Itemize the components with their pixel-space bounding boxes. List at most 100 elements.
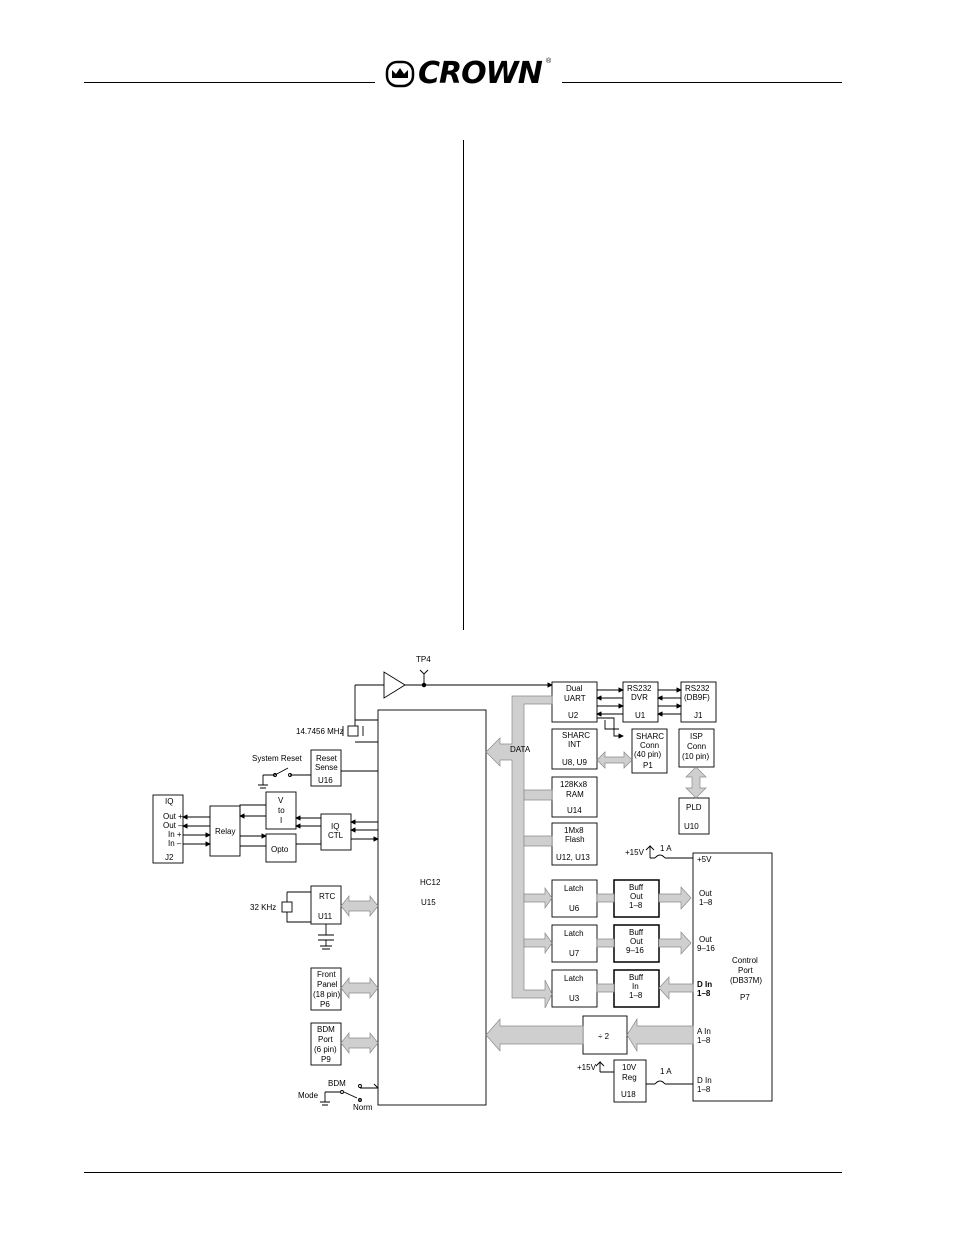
front-panel-l1: Front <box>317 970 336 979</box>
front-panel-l3: (18 pin) <box>313 990 340 999</box>
buff-out1-l3: 1–8 <box>629 901 643 910</box>
iq-in-plus: In + <box>168 830 182 839</box>
control-port-l4: P7 <box>740 993 750 1002</box>
hc12-ref: U15 <box>421 898 436 907</box>
crystal-32khz <box>281 901 293 913</box>
iq-out-minus: Out – <box>163 821 183 830</box>
buffer-amplifier <box>383 671 406 699</box>
i-label: I <box>280 816 282 825</box>
reset-sense-l3: U16 <box>318 776 333 785</box>
sharc-conn-l1: SHARC <box>636 732 664 741</box>
data-bus-label: DATA <box>510 745 531 754</box>
rtc-label: RTC <box>319 892 336 901</box>
front-panel-l4: P6 <box>320 1000 330 1009</box>
v-label: V <box>278 796 284 805</box>
system-reset-label: System Reset <box>252 754 303 763</box>
crystal-14mhz <box>347 725 359 737</box>
pld-l2: U10 <box>684 822 699 831</box>
hc12-block <box>377 709 487 1106</box>
buff-out2-l2: Out <box>630 937 644 946</box>
data-bus <box>485 695 553 1009</box>
control-port-block <box>692 852 773 1102</box>
header-rule-right <box>562 82 842 83</box>
divider-bus-arrow <box>485 1018 584 1052</box>
analog-bus-arrow <box>626 1017 694 1053</box>
bdm-port-l3: (6 pin) <box>314 1045 337 1054</box>
rs232-connector <box>680 681 717 723</box>
regulator-block <box>613 1059 647 1103</box>
reset-sense-l1: Reset <box>316 754 338 763</box>
isp-bus-arrow <box>685 766 707 799</box>
pld-l1: PLD <box>686 803 702 812</box>
brand-wordmark: CROWN <box>418 56 543 91</box>
hc12-label: HC12 <box>420 878 441 887</box>
cp-pin-ain-range: 1–8 <box>697 1036 711 1045</box>
opto-label: Opto <box>271 845 289 854</box>
rtc-crystal-label: 32 KHz <box>250 903 276 912</box>
plus15v-top: +15V <box>625 848 645 857</box>
bdm-port-l2: Port <box>318 1035 333 1044</box>
relay-block <box>209 805 241 857</box>
mode-label: Mode <box>298 1091 319 1100</box>
reset-sense-l2: Sense <box>315 763 338 772</box>
rtc-block <box>310 885 342 925</box>
pld-block <box>678 797 710 835</box>
sharc-conn-l4: P1 <box>643 761 653 770</box>
front-panel-l2: Panel <box>317 980 338 989</box>
latch-u7-l2: U7 <box>569 949 580 958</box>
cp-pin-din2-range: 1–8 <box>697 1085 711 1094</box>
isp-conn-l3: (10 pin) <box>682 752 709 761</box>
reg-l3: U18 <box>621 1090 636 1099</box>
bdm-port-block <box>310 1022 342 1066</box>
control-port-l1: Control <box>732 956 758 965</box>
divider-label: ÷ 2 <box>598 1032 610 1041</box>
rs232-dvr-l1: RS232 <box>627 684 652 693</box>
sharc-int-block <box>551 728 598 770</box>
buff-out1-l2: Out <box>630 892 644 901</box>
rs232-dvr-l3: U1 <box>635 711 646 720</box>
to-label: to <box>278 806 285 815</box>
cp-pin-din1: D In <box>697 980 712 989</box>
iq-ctl-l2: CTL <box>328 831 344 840</box>
cp-pin-out2: Out <box>699 935 713 944</box>
iq-conn-title: IQ <box>165 797 173 806</box>
plus15v-bottom: +15V <box>577 1063 597 1072</box>
footer-rule <box>84 1172 842 1173</box>
isp-conn-l2: Conn <box>687 742 706 751</box>
flash-l2: Flash <box>565 835 585 844</box>
registered-mark: ® <box>546 58 552 65</box>
buff-out2-l3: 9–16 <box>626 946 644 955</box>
iq-conn-ref: J2 <box>165 853 174 862</box>
tp4-label: TP4 <box>416 655 431 664</box>
flash-l1: 1Mx8 <box>564 826 584 835</box>
dual-uart-l3: U2 <box>568 711 579 720</box>
flash-l3: U12, U13 <box>556 853 590 862</box>
dual-uart-l1: Dual <box>566 684 583 693</box>
iq-in-minus: In – <box>168 839 182 848</box>
buff-in-l3: 1–8 <box>629 991 643 1000</box>
flash-block <box>551 822 598 866</box>
rs232-conn-l3: J1 <box>694 711 703 720</box>
cp-pin-out1-range: 1–8 <box>699 898 713 907</box>
latch-u6-l1: Latch <box>564 884 584 893</box>
fuse-bottom: 1 A <box>660 1067 672 1076</box>
column-divider <box>463 140 464 630</box>
buff-in-l1: Buff <box>629 973 644 982</box>
sharc-conn-l2: Conn <box>640 741 659 750</box>
fuse-top: 1 A <box>660 844 672 853</box>
v-to-i-block <box>265 791 297 830</box>
crown-logo <box>385 60 415 88</box>
rs232-conn-l1: RS232 <box>685 684 710 693</box>
latch-u3-l1: Latch <box>564 974 584 983</box>
crystal-freq-label: 14.7456 MHz <box>296 727 344 736</box>
opto-block <box>265 833 297 863</box>
iq-connector <box>152 794 184 864</box>
norm-label: Norm <box>353 1103 373 1112</box>
cp-pin-out2-range: 9–16 <box>697 944 715 953</box>
latch-u7-l1: Latch <box>564 929 584 938</box>
sharc-int-l3: U8, U9 <box>562 758 587 767</box>
buff-out2-l1: Buff <box>629 928 644 937</box>
reg-l2: Reg <box>622 1073 637 1082</box>
ram-block <box>551 776 598 818</box>
latch-u6-l2: U6 <box>569 904 580 913</box>
